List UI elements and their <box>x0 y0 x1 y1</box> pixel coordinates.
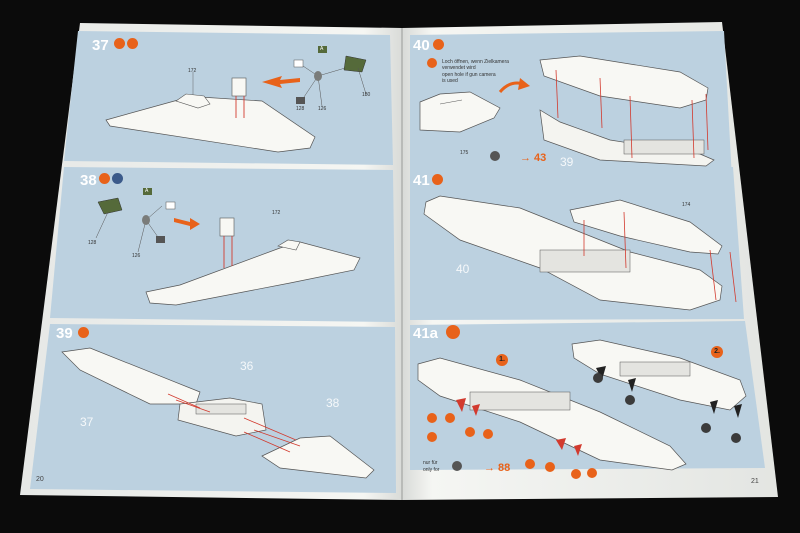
part-ref: 128 <box>88 240 97 246</box>
step-40-note-line-1: Loch öffnen, wenn Zielkamera <box>442 59 509 65</box>
step-41a-assembly-drawing <box>417 339 747 471</box>
panel-step-37 <box>64 31 393 165</box>
step-40-number: 40 <box>413 37 430 54</box>
decal-icon <box>112 173 123 184</box>
glue-icon <box>452 461 462 471</box>
info-icon <box>114 38 125 49</box>
part-ref: 180 <box>362 92 371 98</box>
jump-to-step-88: → 88 <box>484 462 511 474</box>
assembly-ref-39: 39 <box>560 155 574 169</box>
assembly-ref-36: 36 <box>240 359 254 373</box>
part-ref: 174 <box>682 202 691 208</box>
part-ref: 172 <box>188 68 197 74</box>
step-40-note-line-2: verwendet wird <box>442 65 476 71</box>
step-41a-note-line-1: nur für <box>423 460 438 466</box>
step-39-number: 39 <box>56 325 73 342</box>
part-ref: 126 <box>318 106 327 112</box>
assembly-ref-37: 37 <box>80 415 94 429</box>
step-37-number: 37 <box>92 37 109 54</box>
assembly-ref-40: 40 <box>456 262 470 276</box>
glue-icon <box>78 327 89 338</box>
step-41a-note-line-2: only for <box>423 467 440 473</box>
question-icon <box>427 58 437 68</box>
step-38-part-cluster <box>95 188 176 253</box>
step-41a-number: 41a <box>413 325 439 342</box>
option-badge-1: 1. <box>496 354 508 366</box>
step-41-assembly-drawing <box>423 195 737 311</box>
info-icon <box>433 39 444 50</box>
paint-icon <box>127 38 138 49</box>
info-icon <box>99 173 110 184</box>
part-ref: 126 <box>132 253 141 259</box>
part-ref: 175 <box>460 150 469 156</box>
jump-to-step-43: → 43 <box>520 152 547 164</box>
step-41-number: 41 <box>413 172 430 189</box>
step-38-number: 38 <box>80 172 97 189</box>
decal-ref: A <box>320 46 324 52</box>
step-37-part-cluster <box>293 46 367 107</box>
part-ref: 128 <box>296 106 305 112</box>
step-41a-paint-markers <box>427 373 741 479</box>
page-number-right: 21 <box>751 478 759 485</box>
option-badge-2: 2. <box>711 346 723 358</box>
glue-icon <box>490 151 500 161</box>
question-icon <box>446 325 460 339</box>
step-38-wing-drawing <box>145 217 361 306</box>
step-40-note-line-3: open hole if gun camera <box>442 72 496 78</box>
panel-step-38 <box>50 167 395 322</box>
info-icon <box>432 174 443 185</box>
part-ref: 172 <box>272 210 281 216</box>
step-37-wing-drawing <box>105 72 316 153</box>
step-39-assembly-drawing <box>61 347 375 479</box>
assembly-ref-38: 38 <box>326 396 340 410</box>
step-40-note-line-4: is used <box>442 78 458 84</box>
page-number-left: 20 <box>36 476 44 483</box>
decal-ref: A <box>145 188 149 194</box>
step-40-assembly-drawing <box>419 55 715 167</box>
